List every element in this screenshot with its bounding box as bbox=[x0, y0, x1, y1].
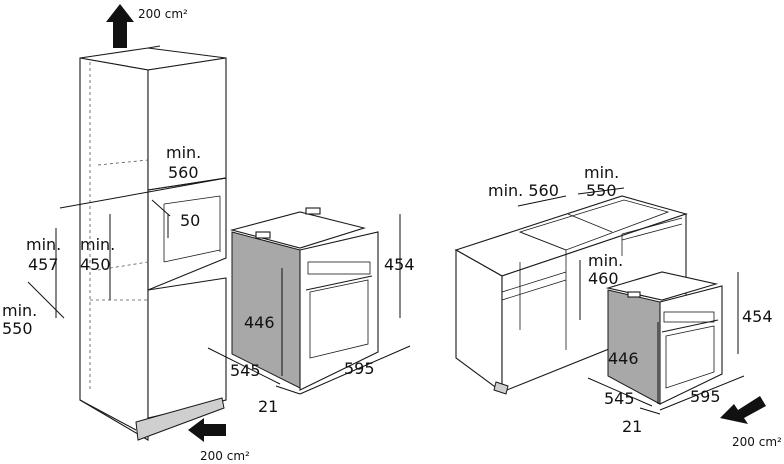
base-min550-value: 550 bbox=[586, 181, 617, 200]
tall-min550-prefix: min. bbox=[2, 301, 37, 320]
airflow-right-arrow bbox=[720, 396, 766, 424]
oven-left-front: 21 bbox=[258, 397, 278, 416]
airflow-top-label: 200 cm² bbox=[138, 7, 188, 21]
tall-min560-prefix: min. bbox=[166, 143, 201, 162]
base-min460-prefix: min. bbox=[588, 251, 623, 270]
tall-min450-prefix: min. bbox=[80, 235, 115, 254]
base-cabinet bbox=[454, 187, 688, 395]
oven-left bbox=[207, 207, 411, 395]
oven-right-width: 595 bbox=[690, 387, 721, 406]
base-min550-prefix: min. bbox=[584, 163, 619, 182]
oven-right bbox=[587, 271, 766, 424]
tall-min560-value: 560 bbox=[168, 163, 199, 182]
tall-min457-prefix: min. bbox=[26, 235, 61, 254]
oven-left-width: 595 bbox=[344, 359, 375, 378]
airflow-left-arrow bbox=[188, 418, 226, 442]
oven-right-front: 21 bbox=[622, 417, 642, 436]
oven-right-inner-height: 446 bbox=[608, 349, 639, 368]
tall-gap50: 50 bbox=[180, 211, 200, 230]
airflow-bottom-left-label: 200 cm² bbox=[200, 449, 250, 463]
tall-min457-value: 457 bbox=[28, 255, 59, 274]
tall-min450-value: 450 bbox=[80, 255, 111, 274]
airflow-up-arrow bbox=[106, 4, 134, 48]
airflow-bottom-right-label: 200 cm² bbox=[732, 435, 782, 449]
tall-min550-value: 550 bbox=[2, 319, 33, 338]
oven-left-depth: 545 bbox=[230, 361, 261, 380]
oven-right-depth: 545 bbox=[604, 389, 635, 408]
oven-left-height: 454 bbox=[384, 255, 415, 274]
base-min560: min. 560 bbox=[488, 181, 559, 200]
base-min460-value: 460 bbox=[588, 269, 619, 288]
oven-right-height: 454 bbox=[742, 307, 773, 326]
oven-left-inner-height: 446 bbox=[244, 313, 275, 332]
tall-cabinet bbox=[27, 4, 227, 441]
